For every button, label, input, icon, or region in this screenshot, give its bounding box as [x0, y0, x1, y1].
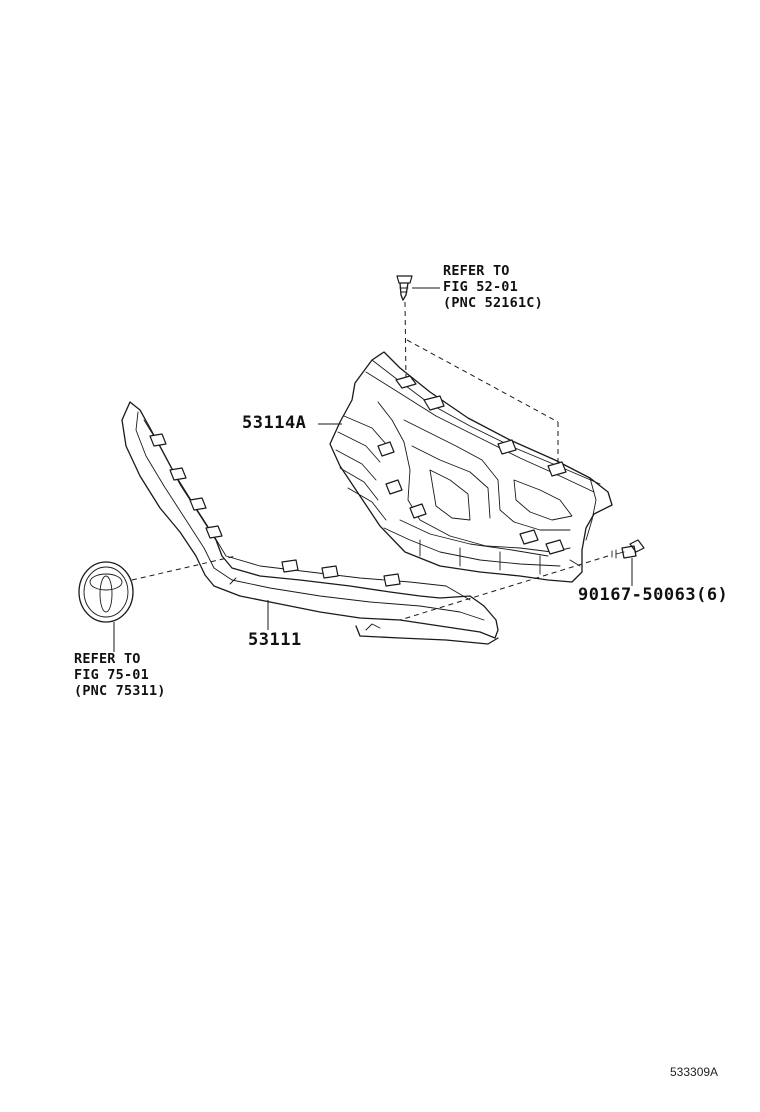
refer-left-line1: REFER TO	[74, 651, 141, 667]
refer-top-line3: (PNC 52161C)	[443, 295, 543, 311]
emblem-guide-line	[131, 555, 237, 581]
screw-guide-line	[399, 555, 609, 621]
retainer-part-53114A	[329, 351, 613, 583]
clip-guide-line	[404, 301, 407, 381]
refer-top-label: REFER TO FIG 52-01 (PNC 52161C)	[443, 263, 543, 313]
refer-top-line1: REFER TO	[443, 263, 510, 279]
refer-top-line2: FIG 52-01	[443, 279, 518, 295]
part-number-retainer: 53114A	[242, 413, 307, 433]
retainer-top-guide-line	[406, 339, 559, 423]
screw-part	[611, 539, 645, 559]
clip-part	[396, 275, 440, 301]
part-number-screw: 90167-50063(6)	[578, 585, 729, 605]
figure-id: 533309A	[670, 1065, 719, 1079]
part-number-grille: 53111	[248, 630, 302, 650]
refer-left-label: REFER TO FIG 75-01 (PNC 75311)	[74, 651, 166, 701]
refer-left-line3: (PNC 75311)	[74, 683, 166, 699]
grille-part-53111	[121, 401, 499, 645]
refer-left-line2: FIG 75-01	[74, 667, 149, 683]
emblem-part	[78, 561, 134, 623]
